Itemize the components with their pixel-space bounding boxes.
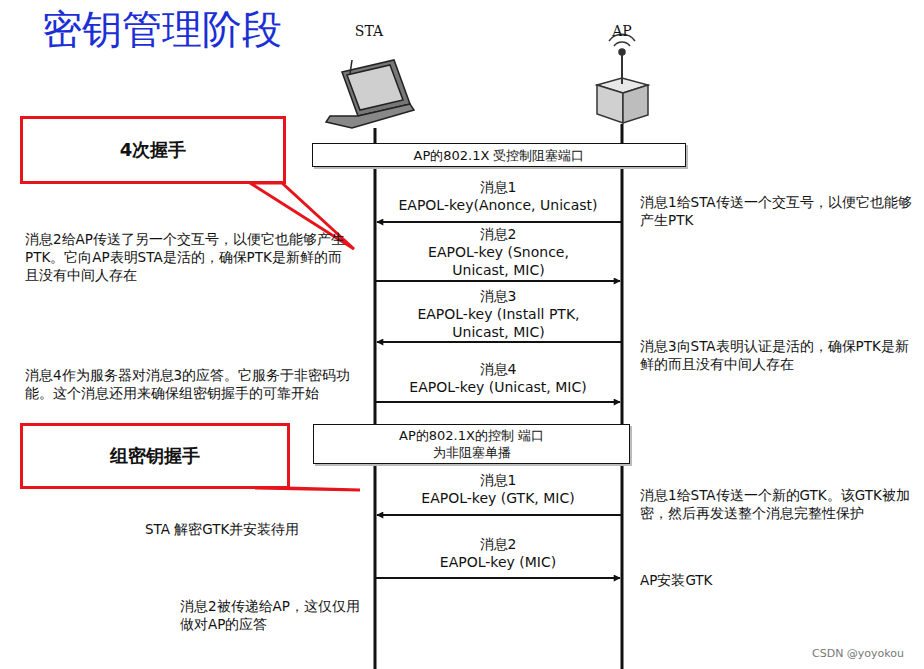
message-name: 消息2 xyxy=(383,225,613,243)
note: 消息3向STA表明认证是活的，确保PTK是新鲜的而且没有中间人存在 xyxy=(640,337,916,373)
note: 消息1给STA传送一个新的GTK。该GTK被加密，然后再发送整个消息完整性保护 xyxy=(640,486,912,522)
actor-name: STA xyxy=(339,22,399,40)
message-name: 消息3 xyxy=(383,287,613,305)
note: 消息4作为服务器对消息3的应答。它服务于非密码功能。这个消息还用来确保组密钥握手… xyxy=(25,366,355,402)
page-title: 密钥管理阶段 xyxy=(42,4,282,54)
laptop-icon xyxy=(326,60,414,128)
message-content: EAPOL-key (MIC) xyxy=(383,553,613,571)
note: STA 解密GTK并安装待用 xyxy=(145,520,365,538)
message-content: EAPOL-key (Unicast, MIC) xyxy=(383,378,613,396)
note: 消息2被传递给AP，这仅仅用做对AP的应答 xyxy=(180,597,360,633)
ap-icon xyxy=(597,34,648,123)
message-name: 消息4 xyxy=(383,360,613,378)
node-text: 4次握手 xyxy=(120,138,187,162)
node-text: AP的802.1X的控制 端口为非阻塞单播 xyxy=(394,427,550,461)
node-text: 组密钥握手 xyxy=(110,444,200,468)
message-content: EAPOL-key (Snonce, Unicast, MIC) xyxy=(406,243,591,279)
message-name: 消息1 xyxy=(383,471,613,489)
port-band: AP的802.1X 受控制阻塞端口 xyxy=(312,143,686,167)
message-arrows xyxy=(376,222,621,578)
note: 消息1给STA传送一个交互号，以便它也能够产生PTK xyxy=(640,193,912,229)
message-name: 消息1 xyxy=(383,178,613,196)
watermark: CSDN @yoyokou xyxy=(812,645,920,663)
callout-box: 4次握手 xyxy=(20,116,286,184)
message-content: EAPOL-key (GTK, MIC) xyxy=(383,489,613,507)
message-content: EAPOL-key (Install PTK, Unicast, MIC) xyxy=(406,305,591,341)
callout-box: 组密钥握手 xyxy=(20,423,290,489)
note: AP安装GTK xyxy=(640,571,790,589)
sta-lifeline xyxy=(374,128,377,669)
message-name: 消息2 xyxy=(383,535,613,553)
port-band: AP的802.1X的控制 端口为非阻塞单播 xyxy=(313,424,630,464)
note: 消息2给AP传送了另一个交互号，以便它也能够产生PTK。它向AP表明STA是活的… xyxy=(25,230,353,284)
actor-name: AP xyxy=(592,22,652,40)
message-content: EAPOL-key(Anonce, Unicast) xyxy=(383,196,613,214)
node-text: AP的802.1X 受控制阻塞端口 xyxy=(414,147,585,164)
ap-lifeline xyxy=(621,124,624,669)
